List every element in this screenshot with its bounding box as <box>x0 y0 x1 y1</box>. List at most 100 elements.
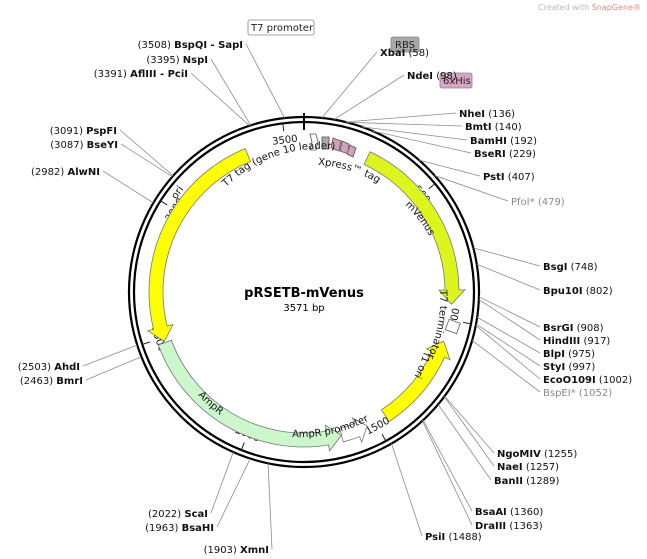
site-label: EcoO109I (1002) <box>543 375 632 386</box>
site-label: (3395) NspI <box>146 55 208 66</box>
site-label: BsaAI (1360) <box>475 507 543 518</box>
site-name: StyI <box>543 362 565 373</box>
site-name: AhdI <box>54 362 80 373</box>
site-name: NgoMIV <box>497 449 541 460</box>
site-label: BseRI (229) <box>474 149 536 160</box>
site-name: XbaI <box>380 48 405 59</box>
site-name: BsaAI <box>475 507 507 518</box>
site-leader <box>102 170 154 204</box>
feature-mvenus-arrow <box>363 151 466 305</box>
rbs-label: RBS <box>395 40 415 51</box>
t7-tag-mark <box>330 137 342 152</box>
site-position: (975) <box>568 349 595 360</box>
site-name: BanII <box>494 476 523 487</box>
site-label: PfoI* (479) <box>511 197 565 208</box>
site-name: BsgI <box>543 262 567 273</box>
t7-promoter-box <box>247 19 315 36</box>
site-name: PfoI* <box>511 197 535 208</box>
site-position: (802) <box>586 286 613 297</box>
site-label: (3508) BspQI - SapI <box>138 40 243 51</box>
site-name: BspEI* <box>543 388 576 399</box>
t7-promoter-label: T7 promoter <box>250 23 314 34</box>
site-label: BlpI (975) <box>543 349 595 360</box>
site-label: XbaI (58) <box>380 48 429 59</box>
site-name: PstI <box>483 172 505 183</box>
site-label: (1903) XmnI <box>204 545 269 556</box>
site-position: (1002) <box>599 375 632 386</box>
site-name: BseRI <box>474 149 506 160</box>
site-label: StyI (997) <box>543 362 595 373</box>
site-leader <box>475 323 541 367</box>
site-leader <box>82 344 138 367</box>
site-label: NaeI (1257) <box>497 462 559 473</box>
leader-lines <box>82 43 541 550</box>
credit-brand: SnapGene <box>591 3 633 12</box>
site-position: (479) <box>538 197 565 208</box>
xpress-mark <box>346 144 357 158</box>
site-leader <box>346 121 463 127</box>
sixhis-label: 6xHis <box>443 76 471 87</box>
site-leader <box>190 72 250 127</box>
site-position: (917) <box>583 336 610 347</box>
site-position: (2503) <box>18 362 51 373</box>
site-leader <box>372 130 472 154</box>
site-label: BamHI (192) <box>470 136 537 147</box>
site-position: (407) <box>508 172 535 183</box>
feature-ori-arrow <box>146 148 252 342</box>
tick-mark <box>160 200 168 206</box>
site-position: (140) <box>495 122 522 133</box>
site-name: NspI <box>183 55 208 66</box>
site-name: ScaI <box>184 509 208 520</box>
site-label: HindIII (917) <box>543 336 610 347</box>
site-label: (2982) AlwNI <box>31 167 100 178</box>
site-leader <box>333 74 405 120</box>
site-leader <box>267 463 273 550</box>
site-name: BmtI <box>465 122 492 133</box>
site-label: NgoMIV (1255) <box>497 449 577 460</box>
site-label: NheI (136) <box>459 109 515 120</box>
site-position: (192) <box>510 136 537 147</box>
credit-mark: ® <box>633 3 641 12</box>
site-leader <box>444 395 495 454</box>
site-name: BspQI - SapI <box>174 40 243 51</box>
site-leader <box>120 143 173 178</box>
site-position: (748) <box>571 262 598 273</box>
tick-mark <box>428 183 436 190</box>
plasmid-length: 3571 bp <box>283 303 324 314</box>
restriction-sites: XbaI (58)NdeI (98)NheI (136)BmtI (140)Ba… <box>18 40 632 556</box>
site-leader <box>361 126 468 141</box>
site-name: NheI <box>459 109 485 120</box>
site-name: PspFI <box>86 126 117 137</box>
site-position: (2982) <box>31 167 64 178</box>
site-leader <box>471 340 541 393</box>
site-leader <box>321 51 378 119</box>
tick-label: 3500 <box>272 134 299 148</box>
site-label: (2463) BmrI <box>20 376 83 387</box>
site-position: (1255) <box>544 449 577 460</box>
site-name: DraIII <box>475 521 506 532</box>
site-position: (1488) <box>448 532 481 543</box>
site-leader <box>475 325 541 380</box>
site-position: (3395) <box>146 55 179 66</box>
site-name: AlwNI <box>68 167 101 178</box>
site-position: (1257) <box>526 462 559 473</box>
site-position: (3091) <box>50 126 83 137</box>
site-position: (3087) <box>50 140 83 151</box>
site-name: BamHI <box>470 136 507 147</box>
site-leader <box>119 129 174 177</box>
site-label: PsiI (1488) <box>425 532 482 543</box>
site-label: (3391) AflIII - PciI <box>94 69 188 80</box>
site-leader <box>443 396 495 467</box>
site-label: BanII (1289) <box>494 476 559 487</box>
site-label: (3087) BseYI <box>50 140 118 151</box>
site-label: PstI (407) <box>483 172 535 183</box>
tick-mark <box>240 442 245 451</box>
site-position: (229) <box>509 149 536 160</box>
site-label: BsgI (748) <box>543 262 598 273</box>
site-leader <box>345 112 457 123</box>
site-label: (2503) AhdI <box>18 362 80 373</box>
site-name: BmrI <box>56 376 83 387</box>
feature-arrows <box>146 148 466 452</box>
